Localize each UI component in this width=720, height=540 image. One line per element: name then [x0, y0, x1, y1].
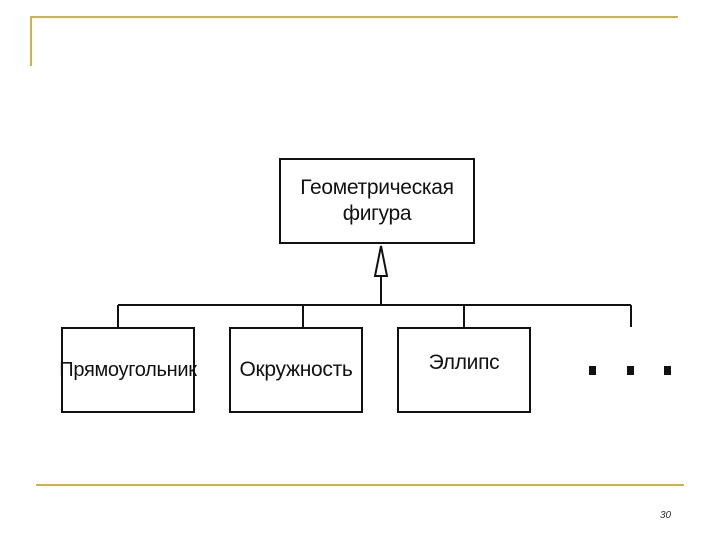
- node-rectangle-label: Прямоугольник: [59, 359, 197, 381]
- slide-frame-top-line: [30, 16, 678, 18]
- ellipsis-dot: [627, 366, 634, 375]
- node-circle: Окружность: [229, 327, 363, 413]
- node-ellipse-label: Эллипс: [428, 351, 500, 374]
- slide-footer-line: [36, 484, 684, 486]
- node-geometric-figure: Геометрическая фигура: [279, 158, 475, 244]
- node-ellipse: Эллипс: [397, 327, 531, 413]
- ellipsis-dot: [589, 366, 596, 375]
- node-rectangle: Прямоугольник: [59, 327, 197, 413]
- ellipsis-dot: [664, 366, 671, 375]
- slide-frame-left-line: [30, 16, 32, 66]
- node-circle-label: Окружность: [239, 358, 353, 381]
- node-geometric-figure-label: Геометрическая фигура: [300, 176, 454, 225]
- page-number: 30: [660, 510, 672, 521]
- inheritance-arrowhead: [373, 245, 389, 277]
